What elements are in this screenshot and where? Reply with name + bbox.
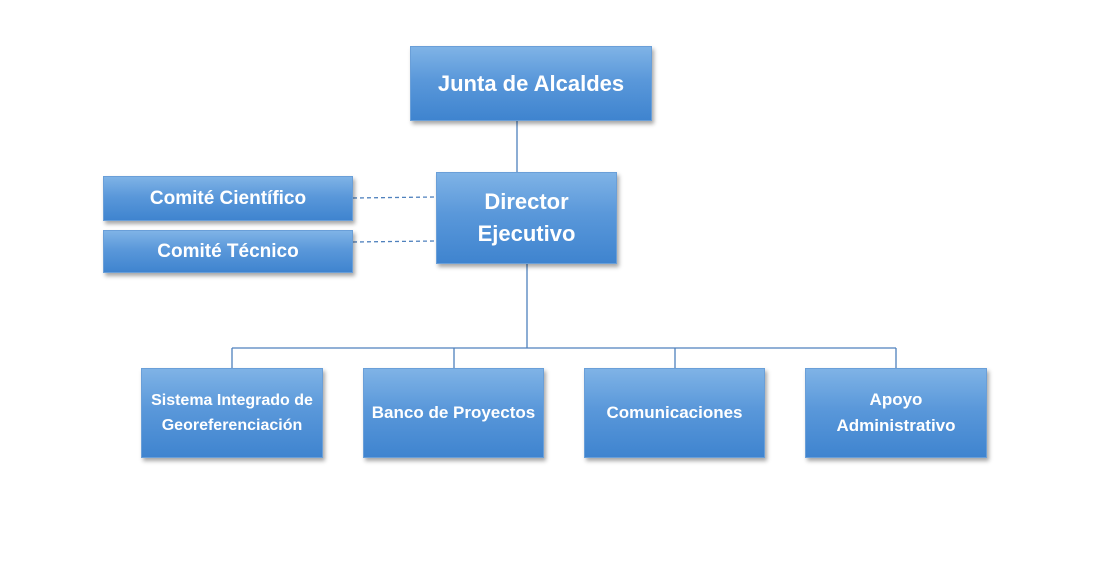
node-label: Banco de Proyectos (371, 403, 536, 422)
node-label: Comité Técnico (157, 240, 299, 262)
connector-cientifico-director (352, 196, 437, 199)
node-label: Apoyo Administrativo (836, 390, 956, 435)
connector-tecnico-director (352, 240, 437, 243)
node-label: Comité Científico (149, 187, 307, 209)
node-comunicaciones: Comunicaciones (584, 368, 765, 458)
node-director-ejecutivo: Director Ejecutivo (436, 172, 617, 264)
node-label: Junta de Alcaldes (437, 70, 625, 96)
node-junta-de-alcaldes: Junta de Alcaldes (410, 46, 652, 121)
node-label: Sistema Integrado de Georeferenciación (151, 392, 313, 434)
node-banco-de-proyectos: Banco de Proyectos (363, 368, 544, 458)
node-comite-cientifico: Comité Científico (103, 176, 353, 221)
node-comite-tecnico: Comité Técnico (103, 230, 353, 273)
node-sistema-integrado: Sistema Integrado de Georeferenciación (141, 368, 323, 458)
node-label: Director Ejecutivo (477, 189, 576, 246)
node-apoyo-administrativo: Apoyo Administrativo (805, 368, 987, 458)
node-label: Comunicaciones (606, 403, 743, 422)
